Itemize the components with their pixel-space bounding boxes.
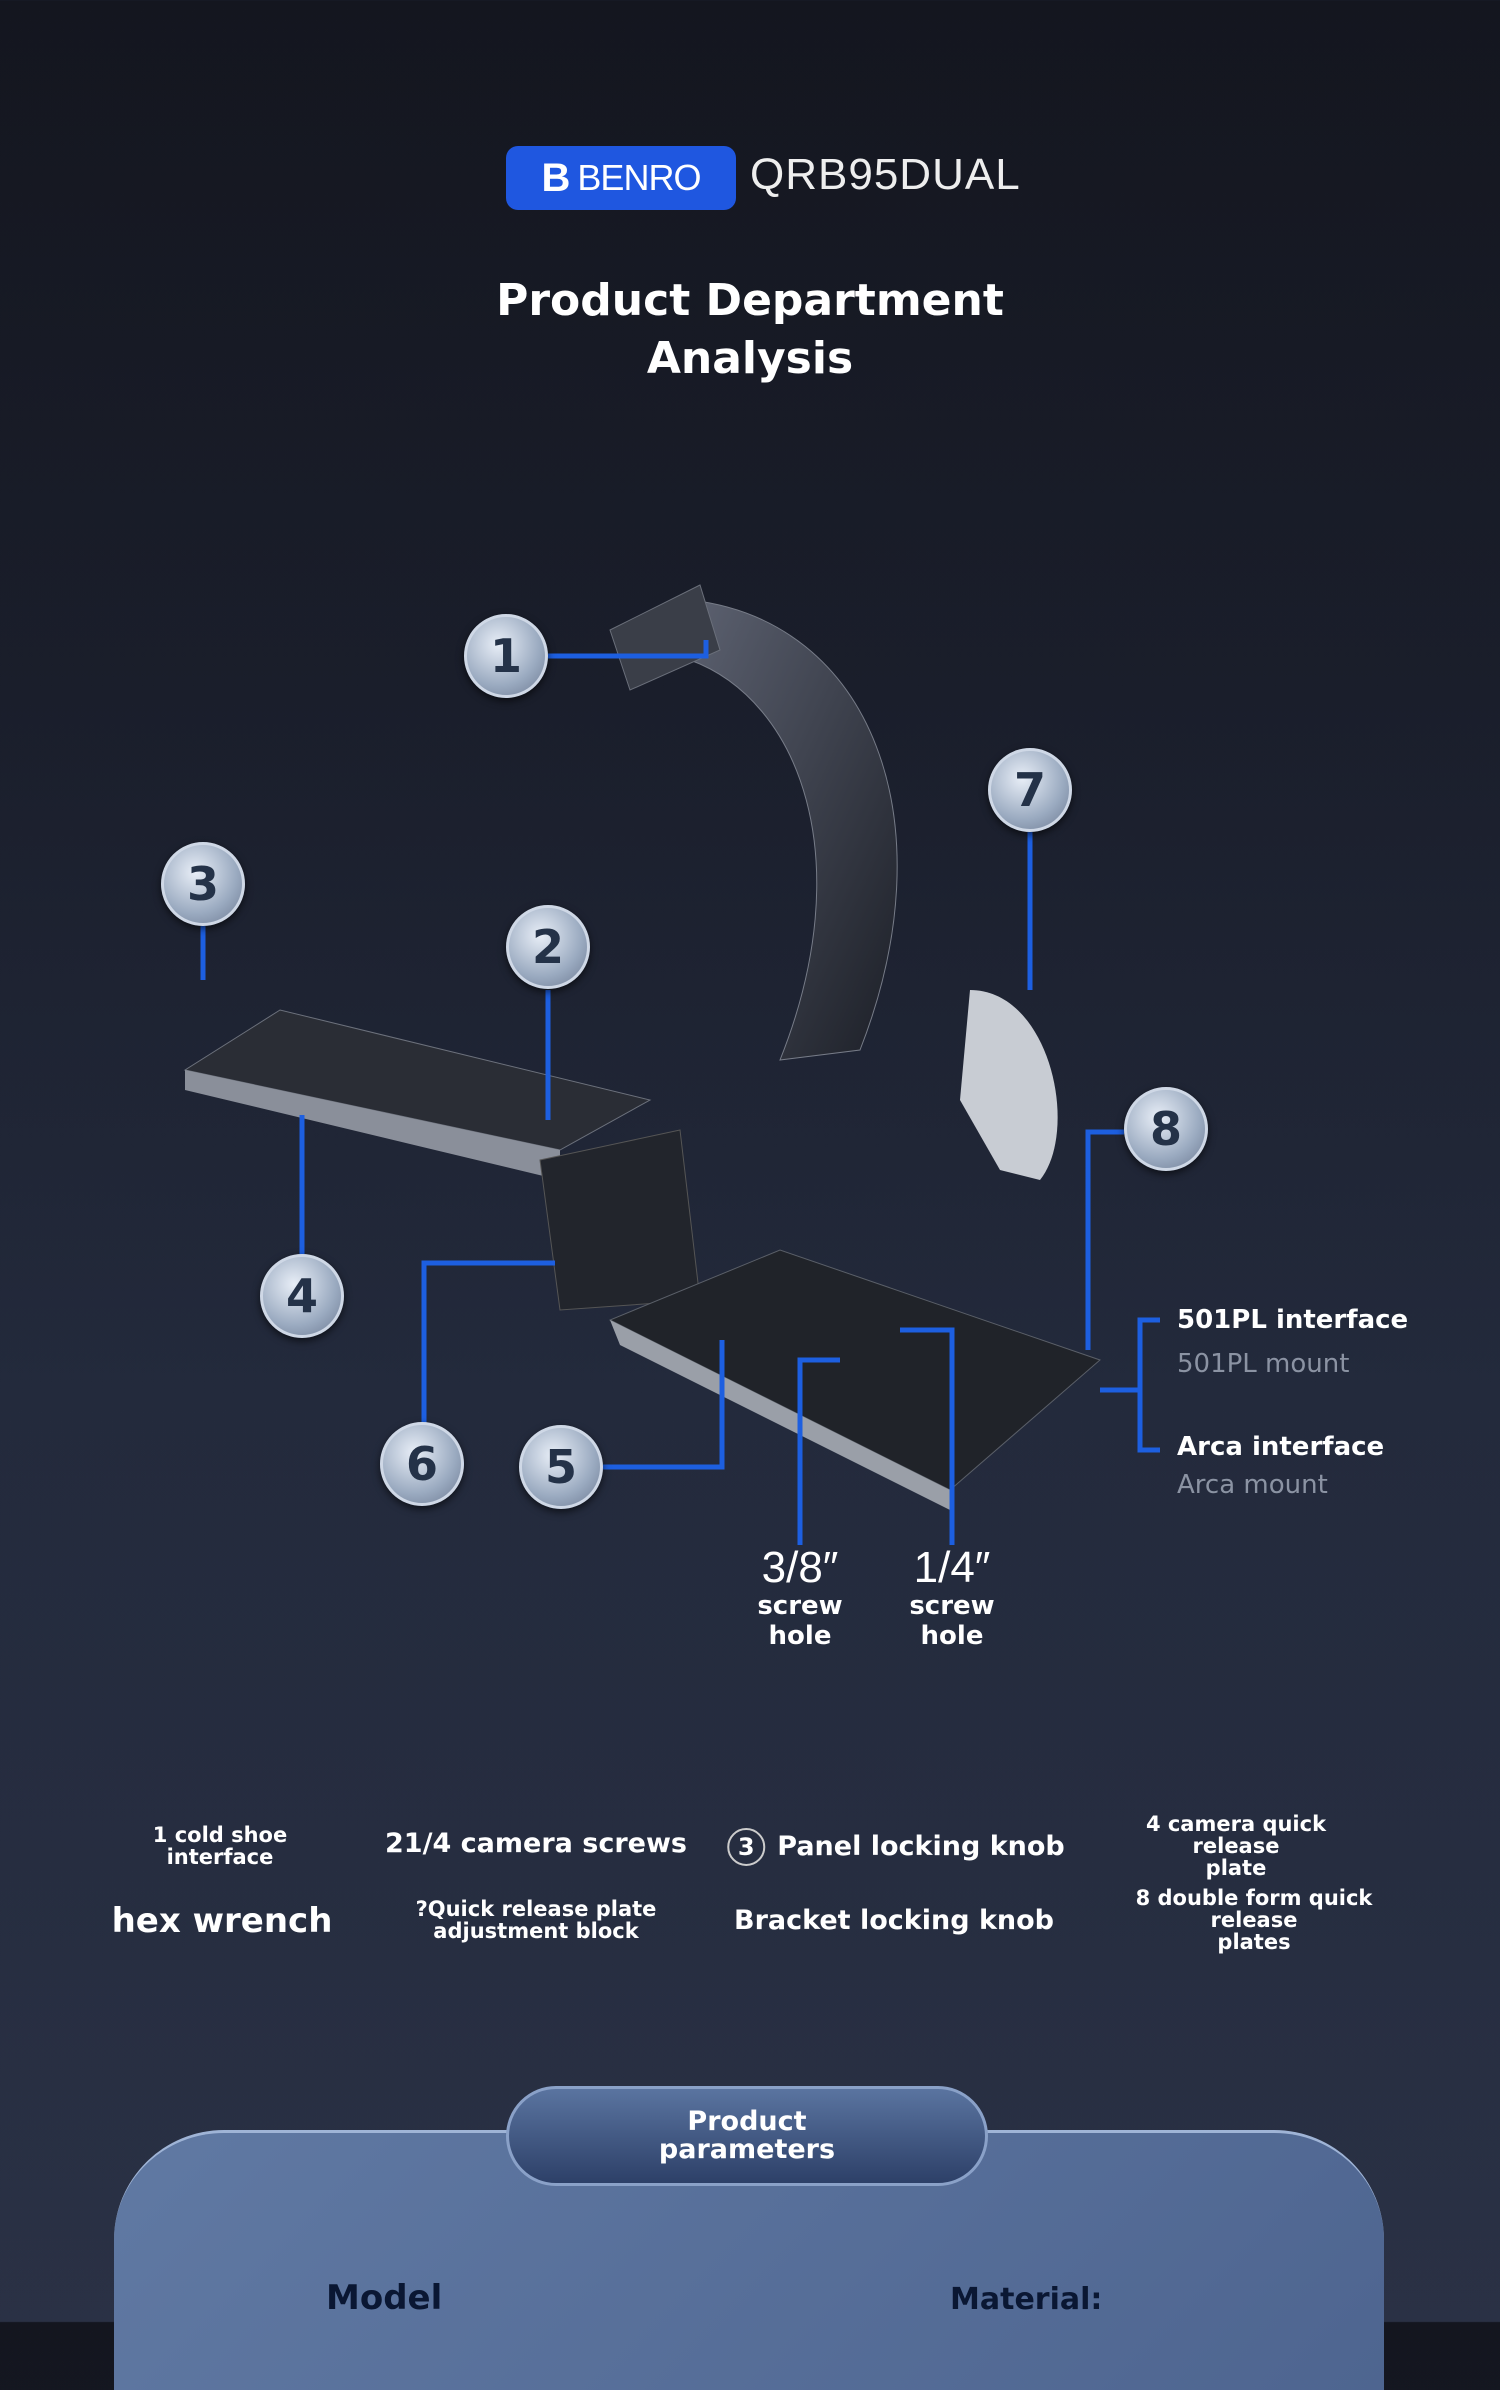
label-arca-mount: Arca mount bbox=[1177, 1470, 1328, 1500]
callout-1: 1 bbox=[464, 614, 548, 698]
feature-adjustment-block: ?Quick release plate adjustment block bbox=[415, 1897, 657, 1943]
callout-6: 6 bbox=[380, 1422, 464, 1506]
feature-camera-screws: 21/4 camera screws bbox=[385, 1828, 687, 1859]
callout-4: 4 bbox=[260, 1254, 344, 1338]
feature-badge: 3 bbox=[727, 1828, 766, 1866]
callout-3: 3 bbox=[161, 842, 245, 926]
param-material-label: Material: bbox=[950, 2282, 1103, 2317]
param-model-label: Model bbox=[326, 2278, 443, 2318]
feature-double-form-plates: 8 double form quick release plates bbox=[1135, 1886, 1373, 1954]
benro-b-icon: B bbox=[541, 155, 571, 200]
model-name: QRB95DUAL bbox=[750, 150, 1021, 199]
feature-hex-wrench: hex wrench bbox=[111, 1901, 333, 1941]
label-arca-interface: Arca interface bbox=[1177, 1432, 1385, 1462]
callout-2: 2 bbox=[506, 905, 590, 989]
feature-bracket-knob: Bracket locking knob bbox=[734, 1905, 1054, 1936]
feature-quick-release-plate: 4 camera quick release plate bbox=[1145, 1812, 1327, 1880]
product-parameters-tab[interactable]: Product parameters bbox=[506, 2086, 988, 2186]
brand-name: BENRO bbox=[577, 157, 701, 198]
label-501pl-interface: 501PL interface bbox=[1177, 1305, 1409, 1335]
label-501pl-mount: 501PL mount bbox=[1177, 1349, 1350, 1379]
callout-5: 5 bbox=[519, 1425, 603, 1509]
callout-8: 8 bbox=[1124, 1087, 1208, 1171]
product-illustration bbox=[183, 584, 1160, 1545]
feature-cold-shoe: 1 cold shoe interface bbox=[152, 1823, 288, 1869]
callout-7: 7 bbox=[988, 748, 1072, 832]
